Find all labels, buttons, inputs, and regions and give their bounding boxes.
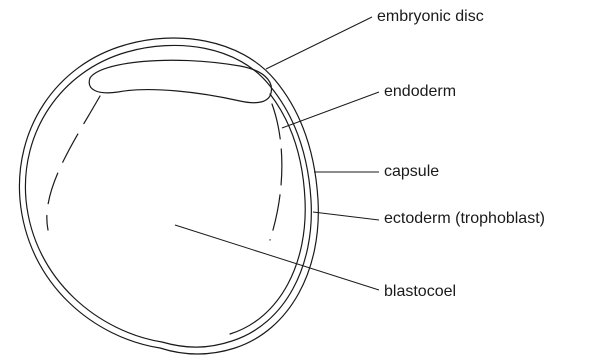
leader-ectoderm bbox=[313, 212, 379, 220]
label-blastocoel: blastocoel bbox=[384, 283, 456, 301]
capsule-outer-outline bbox=[19, 38, 318, 354]
endoderm-left-dashes bbox=[47, 96, 100, 230]
label-endoderm: endoderm bbox=[384, 83, 456, 101]
label-capsule: capsule bbox=[384, 163, 439, 181]
endoderm-right-dashes bbox=[270, 104, 282, 240]
label-ectoderm: ectoderm (trophoblast) bbox=[384, 210, 545, 228]
leader-embryonic-disc bbox=[266, 17, 372, 69]
leader-blastocoel bbox=[175, 225, 379, 290]
embryonic-disc-shape bbox=[89, 60, 271, 103]
leader-endoderm bbox=[282, 92, 379, 128]
ectoderm-outline bbox=[230, 94, 305, 334]
label-embryonic-disc: embryonic disc bbox=[377, 8, 484, 26]
